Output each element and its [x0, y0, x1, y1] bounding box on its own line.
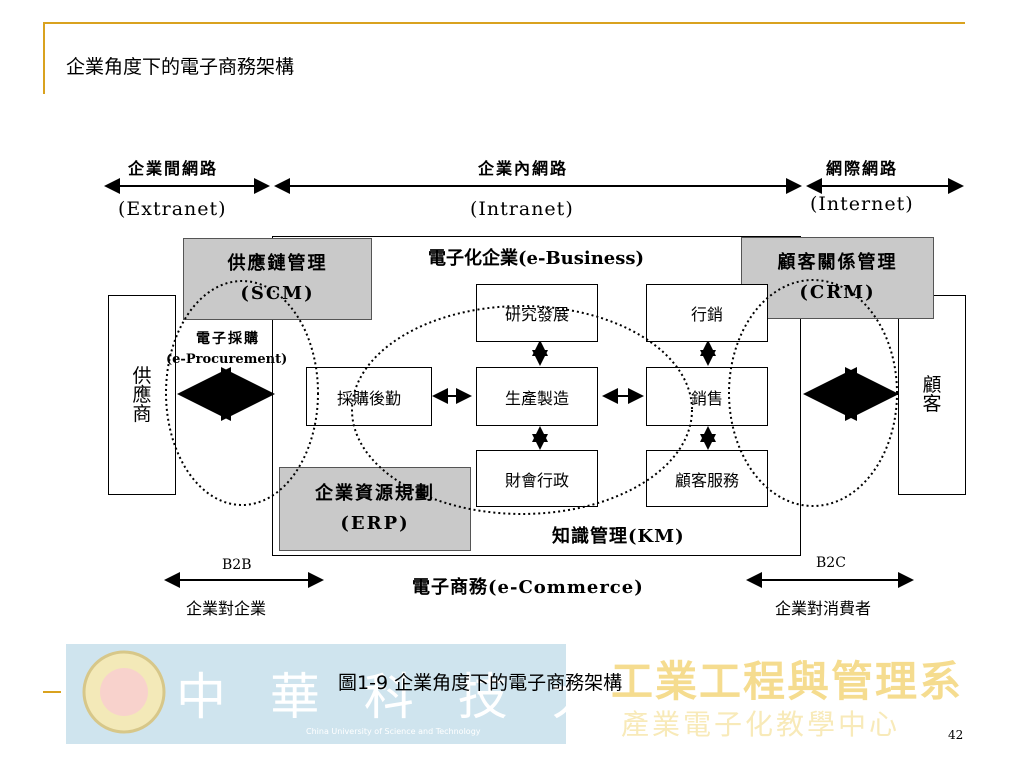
extranet-sub: (Extranet)	[118, 198, 227, 220]
ebusiness-title: 電子化企業(e-Business)	[428, 248, 645, 269]
slide-title: 企業角度下的電子商務架構	[66, 56, 295, 78]
b2b-code: B2B	[222, 557, 252, 573]
b2c-code: B2C	[816, 555, 846, 571]
b2b-desc: 企業對企業	[186, 599, 267, 618]
sales-label: 銷售	[690, 388, 723, 408]
internet-sub: (Internet)	[810, 193, 914, 215]
service-box: 顧客服務	[646, 450, 768, 507]
production-box: 生產製造	[476, 367, 598, 426]
intranet-label: 企業內網路	[478, 159, 569, 178]
supplier-label: 供應商	[132, 364, 152, 425]
watermark-logo: 中 華 科 技 大 學 China University of Science …	[66, 644, 986, 744]
b2c-desc: 企業對消費者	[775, 599, 872, 618]
extranet-label: 企業間網路	[128, 159, 219, 178]
customer-box: 顧客	[898, 295, 966, 495]
finance-label: 財會行政	[504, 470, 569, 490]
service-label: 顧客服務	[674, 470, 739, 490]
intranet-sub: (Intranet)	[470, 198, 574, 220]
km-label: 知識管理(KM)	[552, 526, 685, 547]
marketing-label: 行銷	[690, 305, 723, 324]
scm-line2: (SCM)	[240, 283, 315, 304]
erp-box: 企業資源規劃 (ERP)	[279, 467, 471, 551]
watermark-right-line1: 工業工程與管理系	[611, 657, 963, 706]
scm-box: 供應鏈管理 (SCM)	[183, 238, 372, 320]
eprocurement-line2: (e-Procurement)	[166, 352, 288, 367]
supplier-box: 供應商	[108, 295, 176, 495]
purchasing-label: 採購後勤	[336, 388, 401, 408]
internet-label: 網際網路	[826, 159, 899, 178]
title-side-rule	[43, 22, 45, 94]
customer-label: 顧客	[922, 374, 942, 415]
sales-box: 銷售	[646, 367, 768, 426]
ecommerce-label: 電子商務(e-Commerce)	[412, 577, 644, 598]
scm-line1: 供應鏈管理	[227, 253, 328, 274]
watermark-right-line2: 產業電子化教學中心	[621, 708, 900, 741]
figure-caption: 圖1-9 企業角度下的電子商務架構	[338, 672, 623, 694]
crm-box: 顧客關係管理 (CRM)	[741, 237, 934, 319]
watermark-left-chars: 中 華 科 技 大 學	[176, 668, 709, 726]
erp-line1: 企業資源規劃	[315, 483, 435, 504]
footer-dash	[43, 691, 61, 693]
purchasing-box: 採購後勤	[306, 367, 432, 426]
marketing-box: 行銷	[646, 284, 768, 342]
title-top-rule	[43, 22, 965, 24]
crm-line1: 顧客關係管理	[777, 252, 898, 273]
watermark-left-sub: China University of Science and Technolo…	[306, 727, 481, 736]
finance-box: 財會行政	[476, 450, 598, 507]
page-number: 42	[948, 728, 964, 742]
eprocurement-line1: 電子採購	[196, 331, 260, 347]
rnd-label: 研究發展	[504, 305, 569, 324]
erp-line2: (ERP)	[340, 513, 410, 534]
crm-line2: (CRM)	[799, 282, 876, 303]
production-label: 生產製造	[504, 388, 569, 408]
rnd-box: 研究發展	[476, 284, 598, 342]
